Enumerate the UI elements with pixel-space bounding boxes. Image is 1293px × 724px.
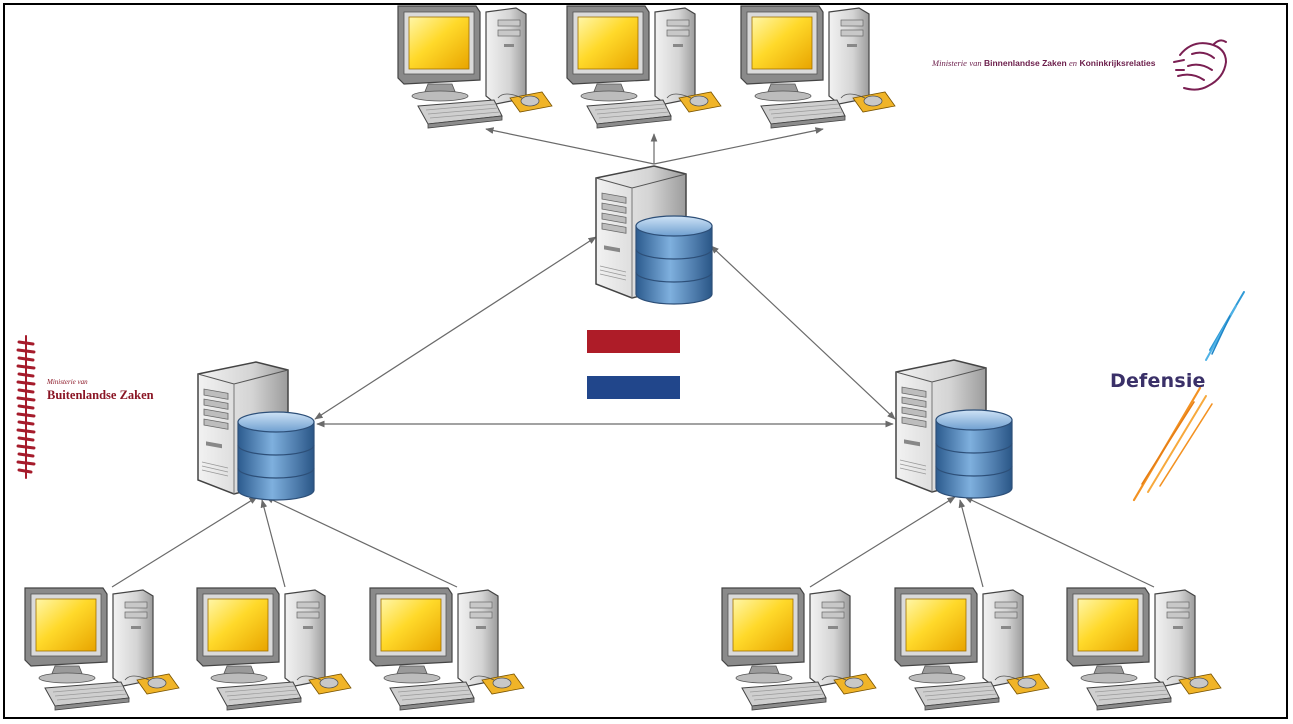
- central-server: [595, 165, 713, 305]
- workstation: [196, 587, 352, 711]
- top-clients: [397, 5, 896, 129]
- arrow-pc-to-left-server-1: [111, 496, 258, 588]
- connections: [111, 127, 1155, 588]
- workstation: [1066, 587, 1222, 711]
- dutch-flag: [587, 330, 680, 399]
- arrow-pc-to-right-server-1: [809, 496, 956, 588]
- bzk-logo-text: Ministerie van Binnenlandse Zaken en Kon…: [932, 58, 1156, 68]
- arrow-pc-to-right-server-2: [958, 499, 984, 588]
- arrow-pc-to-left-server-3: [265, 496, 458, 588]
- flag-blue-band: [587, 376, 680, 399]
- workstation: [397, 5, 553, 129]
- right-server: [895, 359, 1013, 499]
- bzk-prefix: Ministerie: [932, 58, 967, 68]
- buza-logo-line1: Ministerie van: [47, 378, 88, 386]
- flag-red-band: [587, 330, 680, 353]
- workstation: [369, 587, 525, 711]
- defensie-logo-text: Defensie: [1110, 370, 1206, 392]
- bottom-right-clients: [721, 587, 1222, 711]
- arrow-pc-to-right-server-3: [964, 496, 1155, 588]
- arrow-right-central: [710, 245, 896, 420]
- arrow-central-to-pc-left: [485, 127, 655, 165]
- bzk-name-part2: Koninkrijksrelaties: [1079, 58, 1156, 68]
- buza-logo-line2: Buitenlandse Zaken: [47, 388, 154, 402]
- bottom-left-clients: [24, 587, 525, 711]
- workstation: [566, 5, 722, 129]
- bzk-name-part1: Binnenlandse Zaken: [983, 58, 1067, 68]
- defensie-streaks-emblem: [1132, 291, 1245, 502]
- workstation: [24, 587, 180, 711]
- workstation: [740, 5, 896, 129]
- arrow-left-central: [314, 236, 597, 420]
- buza-ribbon-emblem: [16, 335, 36, 479]
- bzk-lion-emblem: [1173, 39, 1228, 91]
- workstation: [894, 587, 1050, 711]
- left-server: [197, 361, 315, 501]
- workstation: [721, 587, 877, 711]
- bzk-connector-en: en: [1069, 58, 1078, 68]
- arrow-pc-to-left-server-2: [260, 499, 286, 588]
- arrow-central-to-pc-right: [653, 127, 824, 165]
- bzk-connector-van: van: [969, 58, 982, 68]
